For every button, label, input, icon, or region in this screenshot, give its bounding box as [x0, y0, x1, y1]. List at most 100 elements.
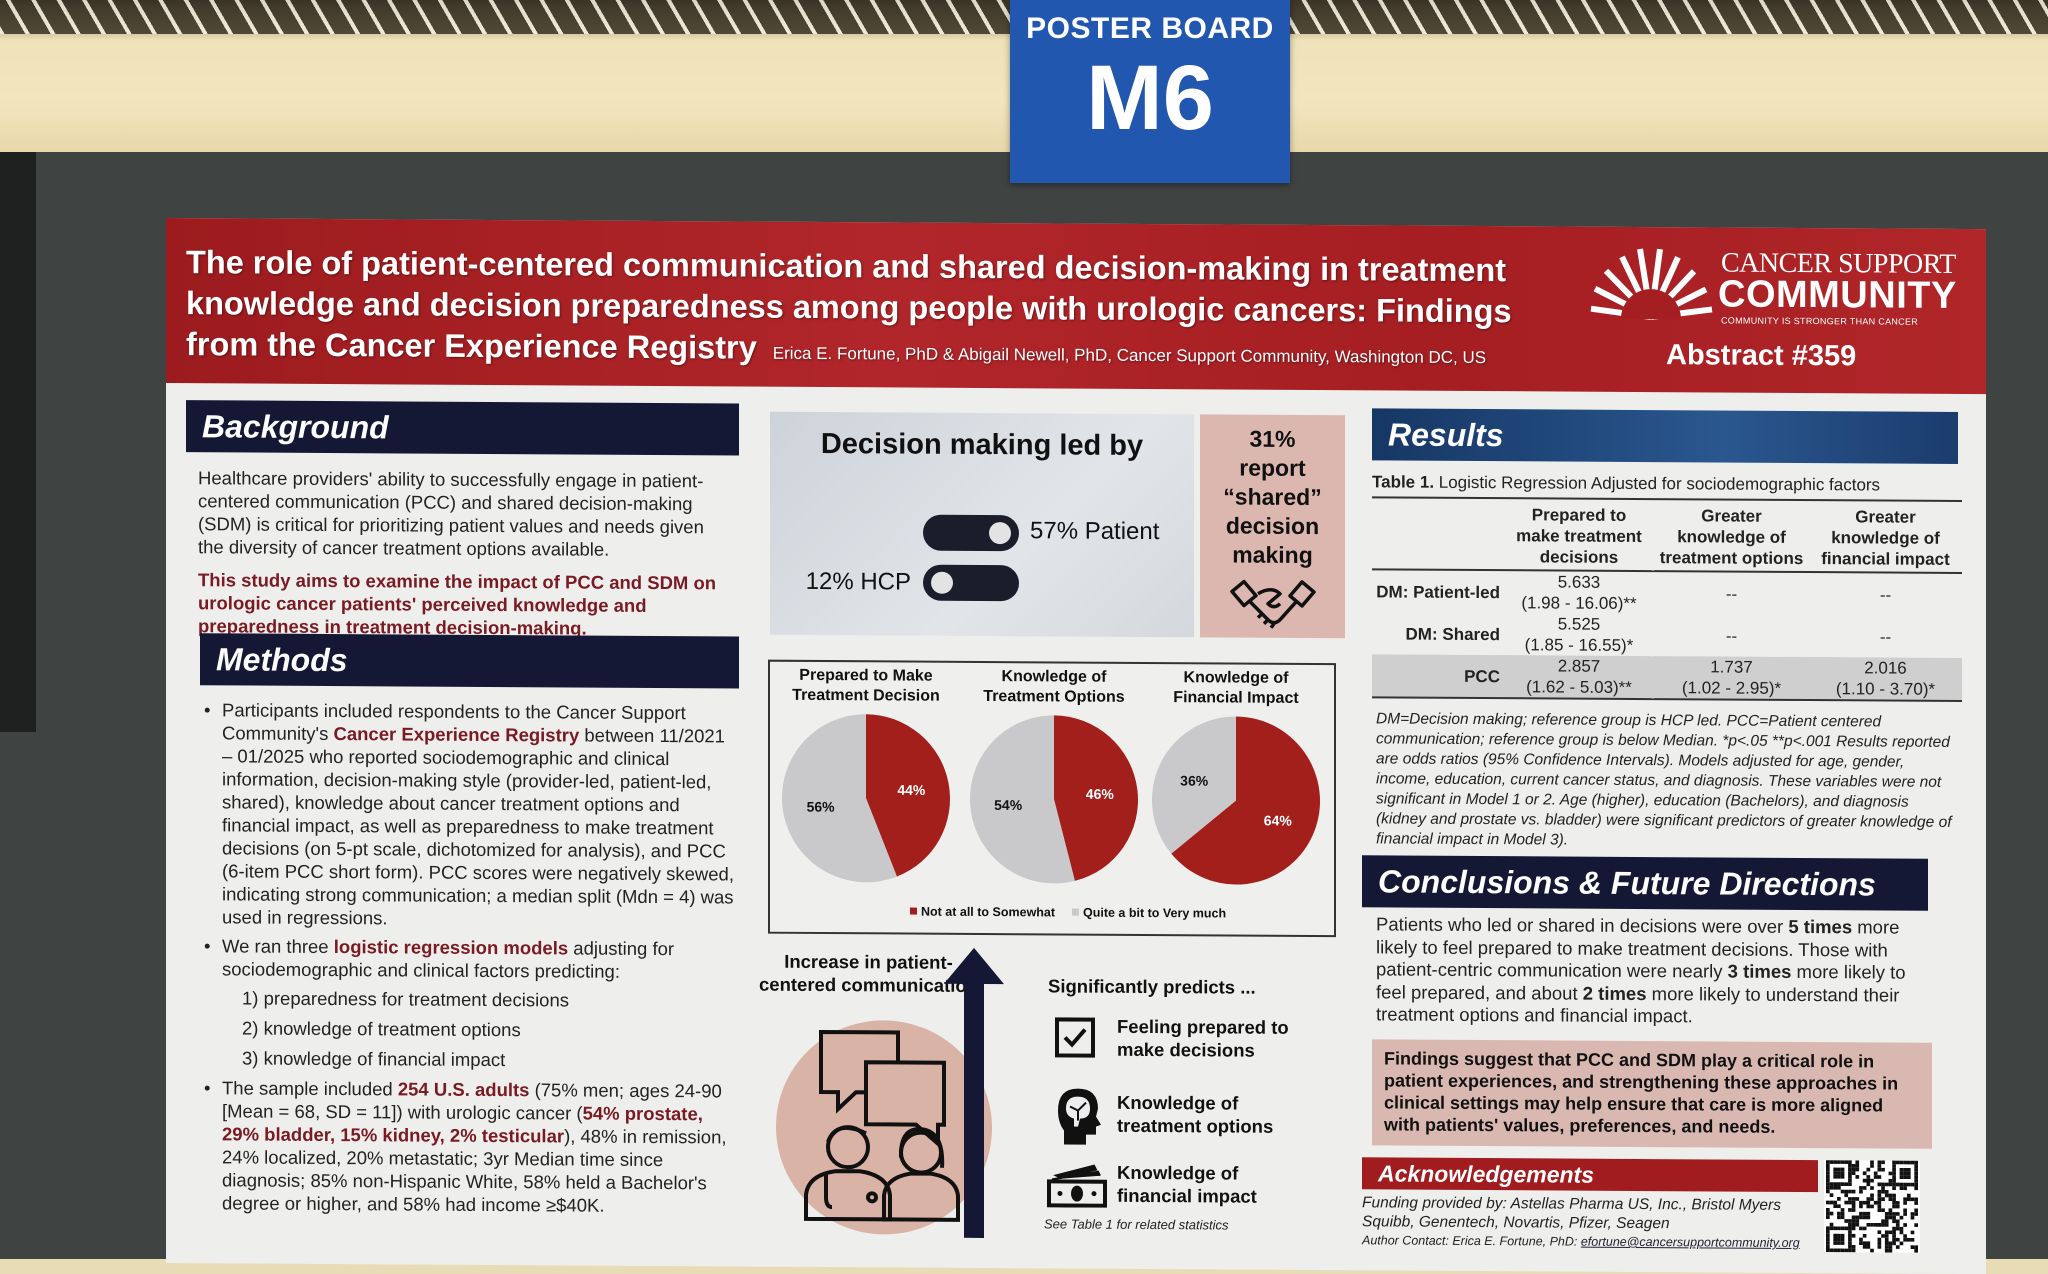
emphasis-text: 3 times	[1727, 960, 1792, 982]
table-caption-text: Logistic Regression Adjusted for sociode…	[1434, 472, 1881, 495]
model-item: 1) preparedness for treatment decisions	[242, 987, 570, 1011]
legend-label: Not at all to Somewhat	[921, 905, 1056, 920]
table-row: PCC 2.857(1.62 - 5.03)** 1.737(1.02 - 2.95…	[1372, 654, 1962, 701]
text-segment: Patients who led or shared in decisions …	[1376, 913, 1789, 937]
decision-making-panel: Decision making led by 57% Patient 12% H…	[770, 411, 1194, 638]
checkbox-icon	[1055, 1017, 1095, 1058]
arrow-up-icon	[944, 947, 1004, 1238]
table-notes: DM=Decision making; reference group is H…	[1376, 710, 1952, 849]
sunburst-logo-icon	[1590, 248, 1713, 321]
emphasis-text: Cancer Experience Registry	[333, 723, 580, 746]
confidence-interval: (1.10 - 3.70)*	[1835, 679, 1936, 699]
methods-heading: Methods	[200, 633, 739, 689]
odds-ratio: --	[1725, 626, 1738, 646]
column-header: Greater knowledge of financial impact	[1809, 504, 1962, 573]
methods-bullet: We ran three logistic regression models …	[200, 934, 740, 1072]
confidence-interval: (1.98 - 16.06)**	[1521, 593, 1637, 613]
predicts-item: Knowledge of financial impact	[1117, 1161, 1257, 1207]
text-segment: We ran three	[222, 935, 334, 958]
doctor-patient-conversation-icon	[776, 1020, 992, 1235]
key-finding: Findings suggest that PCC and SDM play a…	[1372, 1039, 1932, 1149]
table-cell: 1.737(1.02 - 2.95)*	[1654, 656, 1809, 701]
column-header	[1372, 501, 1504, 571]
background-text: Healthcare providers' ability to success…	[198, 467, 704, 560]
abstract-number: Abstract #359	[1666, 339, 1857, 373]
odds-ratio: 5.525	[1557, 614, 1601, 634]
pie-slice	[1152, 716, 1236, 854]
shared-line: decision	[1225, 512, 1320, 540]
table-cell: --	[1654, 571, 1809, 615]
table-cell: --	[1809, 572, 1962, 616]
odds-ratio: 5.633	[1557, 572, 1601, 592]
column-header: Prepared to make treatment decisions	[1504, 502, 1654, 572]
poster-title: The role of patient-centered communicati…	[186, 242, 1566, 378]
pie-title: Treatment Options	[983, 688, 1124, 706]
pie-data-label: 36%	[1180, 773, 1209, 789]
pie-slice	[866, 714, 950, 877]
shared-line: “shared”	[1223, 483, 1322, 511]
row-label: PCC	[1372, 654, 1504, 699]
study-aim: This study aims to examine the impact of…	[198, 569, 717, 639]
emphasis-text: 2 times	[1582, 982, 1647, 1004]
pie-slice	[1171, 716, 1320, 885]
poster: The role of patient-centered communicati…	[166, 218, 1986, 1274]
text-segment: between 11/2021 – 01/2025 who reported s…	[222, 724, 734, 929]
table-cell: 2.016(1.10 - 3.70)*	[1809, 657, 1962, 701]
decision-title: Decision making led by	[820, 428, 1144, 462]
acknowledgements: Funding provided by: Astellas Pharma US,…	[1362, 1193, 1822, 1253]
predicts-item: Knowledge of treatment options	[1117, 1091, 1274, 1137]
qr-code-icon[interactable]	[1824, 1160, 1920, 1253]
odds-ratio: 2.857	[1557, 656, 1601, 676]
author-email-link[interactable]: efortune@cancersupportcommunity.org	[1580, 1234, 1800, 1250]
handshake-icon	[1229, 579, 1316, 629]
methods-section: Participants included respondents to the…	[200, 698, 740, 1223]
confidence-interval: (1.62 - 5.03)**	[1526, 677, 1632, 697]
pie-data-label: 44%	[897, 782, 926, 798]
odds-ratio: 1.737	[1710, 657, 1753, 677]
table-caption-label: Table 1.	[1372, 472, 1435, 492]
pie-title: Prepared to Make	[799, 667, 932, 685]
methods-bullet: The sample included 254 U.S. adults (75%…	[200, 1076, 740, 1217]
background-section: Healthcare providers' ability to success…	[198, 466, 733, 640]
column-header: Greater knowledge of treatment options	[1654, 503, 1809, 573]
pie-title: Knowledge of	[1184, 669, 1290, 687]
shared-line: 31%	[1249, 425, 1296, 452]
pie-data-label: 56%	[807, 799, 836, 815]
legend-swatch	[1072, 908, 1079, 916]
pie-title: Treatment Decision	[792, 687, 940, 705]
funding-text: Funding provided by: Astellas Pharma US,…	[1362, 1194, 1781, 1233]
patient-label: 57% Patient	[1030, 517, 1160, 546]
row-label: DM: Patient-led	[1376, 581, 1500, 602]
logo-tagline: COMMUNITY IS STRONGER THAN CANCER	[1721, 315, 1919, 327]
contact-label: Author Contact: Erica E. Fortune, PhD:	[1362, 1233, 1581, 1249]
text-segment: The sample included	[222, 1077, 398, 1100]
table-cell: 5.525(1.85 - 16.55)*	[1504, 613, 1654, 656]
pie-data-label: 64%	[1264, 812, 1293, 828]
legend-label: Quite a bit to Very much	[1083, 906, 1226, 921]
emphasis-text: 254 U.S. adults	[397, 1078, 530, 1101]
board-id: M6	[1086, 47, 1214, 149]
background-heading: Background	[186, 400, 739, 456]
logo-line2: COMMUNITY	[1718, 273, 1957, 317]
poster-board-sign: POSTER BOARD M6	[1010, 0, 1290, 183]
odds-ratio: --	[1879, 626, 1892, 647]
money-icon	[1047, 1164, 1107, 1208]
brain-head-icon	[1058, 1088, 1101, 1145]
pie-data-label: 54%	[994, 797, 1023, 813]
pie-slice	[970, 715, 1075, 884]
regression-table: Prepared to make treatment decisions Gre…	[1372, 501, 1962, 702]
model-item: 2) knowledge of treatment options	[242, 1017, 521, 1041]
confidence-interval: (1.85 - 16.55)*	[1524, 635, 1634, 655]
odds-ratio: 2.016	[1864, 658, 1907, 678]
table-cell: --	[1654, 614, 1809, 657]
poster-header: The role of patient-centered communicati…	[166, 218, 1986, 395]
table-cell: 5.633(1.98 - 16.06)**	[1504, 570, 1654, 614]
hcp-toggle-icon	[923, 564, 1019, 602]
confidence-interval: (1.02 - 2.95)*	[1681, 678, 1782, 698]
table-cell: --	[1809, 615, 1962, 658]
odds-ratio: --	[1725, 584, 1738, 604]
